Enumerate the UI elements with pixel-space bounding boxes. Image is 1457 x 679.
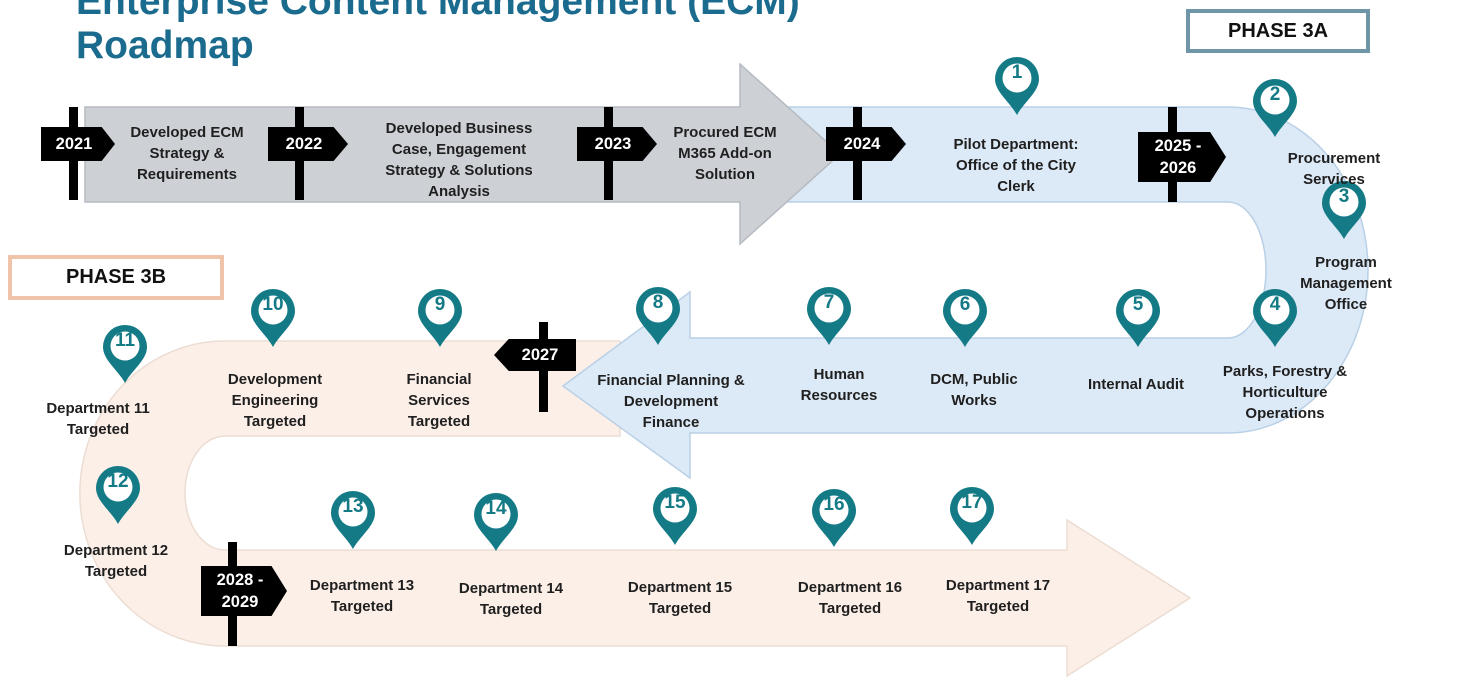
map-pin-icon bbox=[812, 489, 856, 547]
signpost-2022: 2022 bbox=[268, 127, 348, 161]
department-14-label: Department 14 Targeted bbox=[458, 580, 564, 618]
pin-16-number: 16 bbox=[823, 494, 845, 515]
map-pin-icon bbox=[950, 487, 994, 545]
pin-7-number: 7 bbox=[823, 292, 835, 313]
phase-3b-band-lower bbox=[79, 340, 1192, 678]
map-pin-icon bbox=[1322, 181, 1366, 239]
map-pin-icon bbox=[653, 487, 697, 545]
map-pin-icon bbox=[995, 57, 1039, 115]
pin-12-number: 12 bbox=[107, 471, 129, 492]
milestone-2023-label: Procured ECM M365 Add-on Solution bbox=[673, 124, 777, 183]
department-7-label: Human Resources bbox=[800, 366, 878, 404]
pin-6-number: 6 bbox=[959, 294, 971, 315]
map-pin-icon bbox=[103, 325, 147, 383]
phase-3a-badge: PHASE 3A bbox=[1186, 9, 1370, 53]
department-9-label: Financial Services Targeted bbox=[406, 371, 472, 430]
map-pin-icon bbox=[1253, 79, 1297, 137]
pin-17: 17 bbox=[949, 486, 995, 546]
signpost-2028-2029: 2028 - 2029 bbox=[201, 566, 287, 616]
map-pin-icon bbox=[807, 287, 851, 345]
pin-9-number: 9 bbox=[434, 294, 446, 315]
pin-13-number: 13 bbox=[342, 496, 364, 517]
map-pin-icon bbox=[251, 289, 295, 347]
phase-3a-band bbox=[561, 106, 1369, 480]
department-5-label: Internal Audit bbox=[1087, 376, 1185, 393]
signpost-2024: 2024 bbox=[826, 127, 906, 161]
map-pin-icon bbox=[474, 493, 518, 551]
page-title-line2: Roadmap bbox=[76, 24, 254, 67]
pin-3-number: 3 bbox=[1338, 186, 1350, 207]
pin-7: 7 bbox=[806, 286, 852, 346]
department-10-label: Development Engineering Targeted bbox=[227, 371, 323, 430]
pin-8: 8 bbox=[635, 286, 681, 346]
pin-5: 5 bbox=[1115, 288, 1161, 348]
signpost-2023: 2023 bbox=[577, 127, 657, 161]
pin-10: 10 bbox=[250, 288, 296, 348]
pin-15-number: 15 bbox=[664, 492, 686, 513]
pin-14-number: 14 bbox=[485, 498, 507, 519]
pin-3: 3 bbox=[1321, 180, 1367, 240]
pin-4: 4 bbox=[1252, 288, 1298, 348]
pin-14: 14 bbox=[473, 492, 519, 552]
pin-12: 12 bbox=[95, 465, 141, 525]
department-17-label: Department 17 Targeted bbox=[945, 577, 1051, 615]
department-1-label: Pilot Department: Office of the City Cle… bbox=[953, 136, 1079, 195]
page-title-line1: Enterprise Content Management (ECM) bbox=[76, 0, 800, 23]
pin-10-number: 10 bbox=[262, 294, 284, 315]
department-8-label: Financial Planning & Development Finance bbox=[597, 372, 745, 431]
pin-4-number: 4 bbox=[1269, 294, 1281, 315]
department-6-label: DCM, Public Works bbox=[930, 371, 1018, 409]
department-2-label: Procurement Services bbox=[1287, 150, 1381, 188]
map-pin-icon bbox=[331, 491, 375, 549]
signpost-2025-2026: 2025 - 2026 bbox=[1138, 132, 1226, 182]
pin-11: 11 bbox=[102, 324, 148, 384]
department-12-label: Department 12 Targeted bbox=[63, 542, 169, 580]
pin-8-number: 8 bbox=[652, 292, 664, 313]
department-11-label: Department 11 Targeted bbox=[46, 400, 150, 438]
map-pin-icon bbox=[943, 289, 987, 347]
department-4-label: Parks, Forestry & Horticulture Operation… bbox=[1222, 363, 1348, 422]
pin-6: 6 bbox=[942, 288, 988, 348]
map-pin-icon bbox=[418, 289, 462, 347]
map-pin-icon bbox=[636, 287, 680, 345]
pin-9: 9 bbox=[417, 288, 463, 348]
pin-13: 13 bbox=[330, 490, 376, 550]
pin-1: 1 bbox=[994, 56, 1040, 116]
milestone-2021-label: Developed ECM Strategy & Requirements bbox=[130, 124, 244, 183]
map-pin-icon bbox=[96, 466, 140, 524]
department-15-label: Department 15 Targeted bbox=[627, 579, 733, 617]
completed-band bbox=[84, 62, 842, 246]
pin-1-number: 1 bbox=[1011, 62, 1023, 83]
pin-15: 15 bbox=[652, 486, 698, 546]
pin-16: 16 bbox=[811, 488, 857, 548]
milestone-2022-label: Developed Business Case, Engagement Stra… bbox=[385, 120, 533, 200]
department-13-label: Department 13 Targeted bbox=[309, 577, 415, 615]
pin-11-number: 11 bbox=[114, 330, 136, 351]
department-16-label: Department 16 Targeted bbox=[797, 579, 903, 617]
signpost-2027: 2027 bbox=[494, 339, 576, 371]
map-pin-icon bbox=[1116, 289, 1160, 347]
pin-5-number: 5 bbox=[1132, 294, 1144, 315]
pin-2: 2 bbox=[1252, 78, 1298, 138]
signpost-2021: 2021 bbox=[41, 127, 115, 161]
pin-17-number: 17 bbox=[961, 492, 983, 513]
department-3-label: Program Management Office bbox=[1300, 254, 1392, 313]
map-pin-icon bbox=[1253, 289, 1297, 347]
phase-3b-badge: PHASE 3B bbox=[8, 255, 224, 300]
pin-2-number: 2 bbox=[1269, 84, 1281, 105]
